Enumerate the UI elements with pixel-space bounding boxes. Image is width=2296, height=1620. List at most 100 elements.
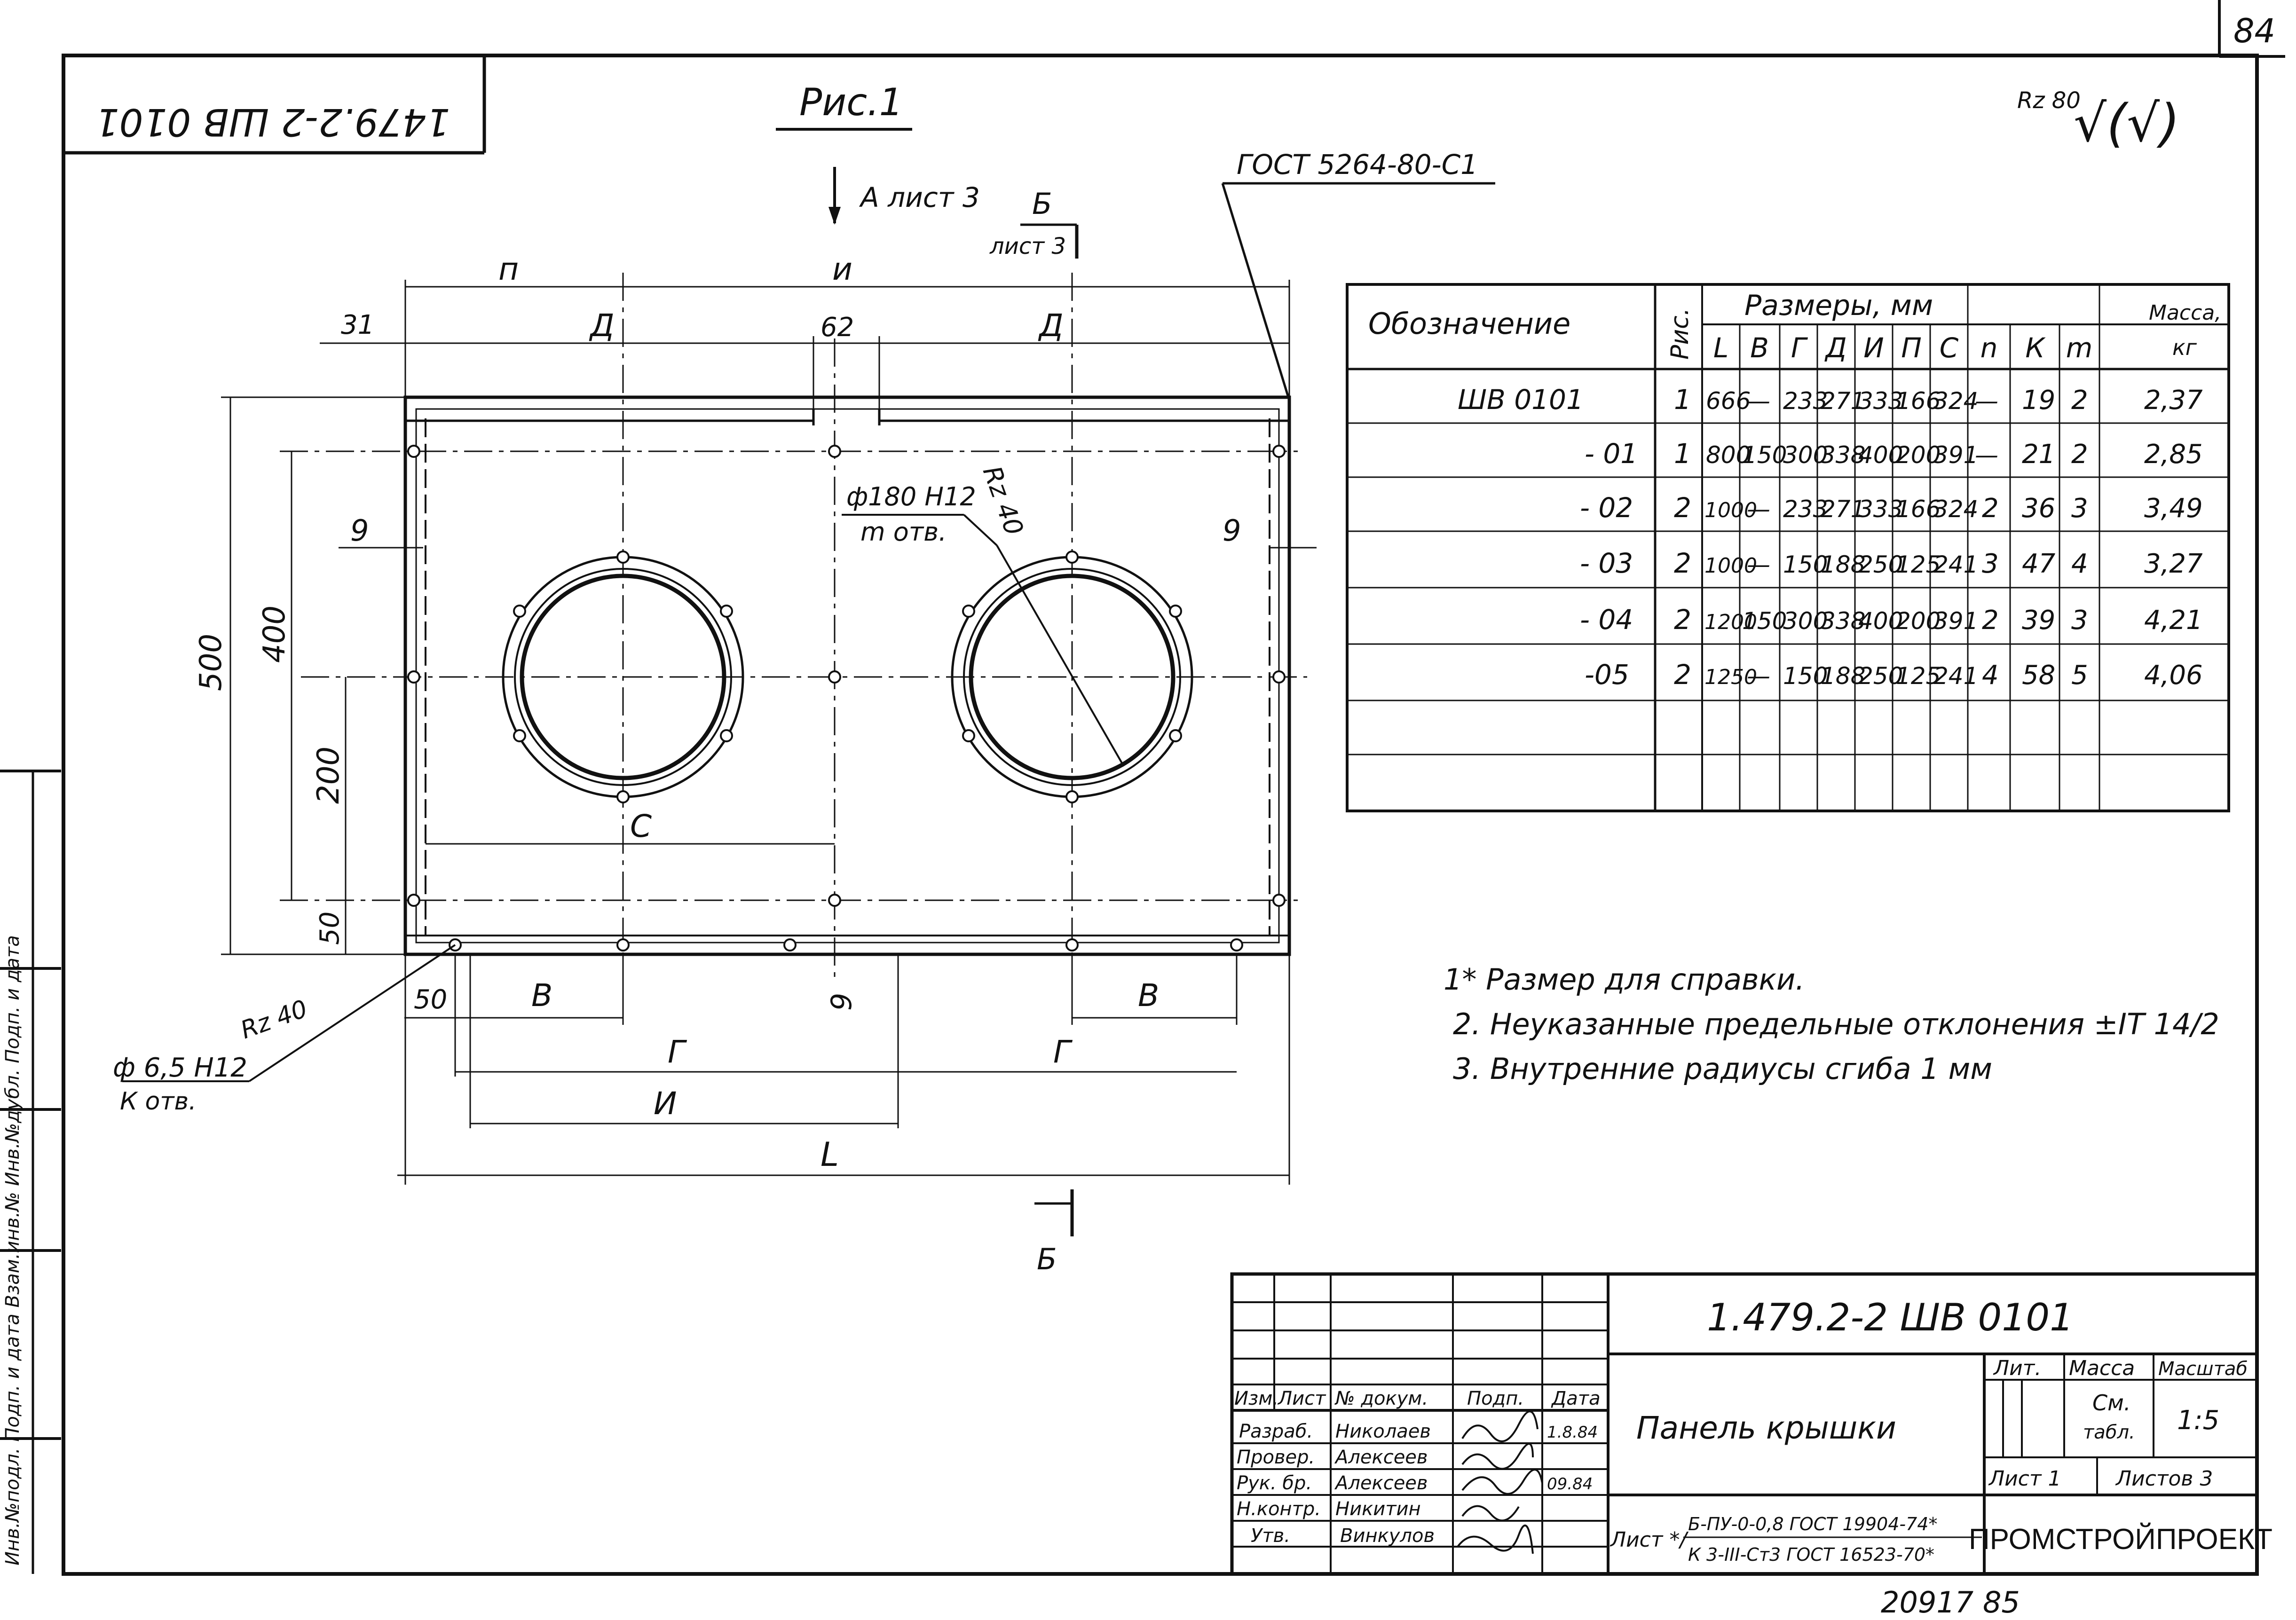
- cell: 391: [1933, 607, 1978, 635]
- th-fig: Рис.: [1666, 308, 1694, 360]
- side-strip: Инв.№подл. Подп. и дата Взам.инв.№ Инв.№…: [0, 770, 61, 1574]
- cell: 2,37: [2144, 385, 2203, 416]
- cell: 1000: [1704, 554, 1757, 578]
- view-a-label: А лист 3: [859, 181, 980, 213]
- cell: 1: [1674, 384, 1691, 416]
- section-b-bottom: Б: [1034, 1189, 1074, 1276]
- cell-designation: - 02: [1580, 492, 1633, 524]
- cell: 125: [1896, 662, 1941, 690]
- cell: —: [1747, 495, 1770, 523]
- dim-9-left: 9: [350, 513, 369, 548]
- tb-col-change: Изм.: [1234, 1388, 1278, 1409]
- cell: 2: [1674, 659, 1691, 691]
- th-G: Г: [1791, 332, 1808, 364]
- tb-role: Рук. бр.: [1237, 1472, 1312, 1494]
- th-designation: Обозначение: [1368, 307, 1570, 341]
- cell: 233: [1783, 495, 1828, 523]
- th-C: С: [1940, 332, 1959, 364]
- signatures: [1457, 1410, 1543, 1554]
- table-row: - 04 2 1200 150 300 338 400 200 391 2 39…: [1580, 604, 2203, 636]
- cell: 36: [2022, 493, 2055, 524]
- organization: ПРОМСТРОЙПРОЕКТ: [1969, 1523, 2272, 1556]
- tb-date: 1.8.84: [1547, 1423, 1598, 1442]
- cell: 3: [2071, 605, 2088, 636]
- th-I: И: [1863, 332, 1884, 364]
- cell: 271: [1821, 387, 1865, 415]
- cell: 1000: [1704, 498, 1757, 522]
- cell: 391: [1933, 441, 1978, 469]
- th-n: n: [1980, 332, 1998, 364]
- title-block: Изм. Лист № докум. Подп. Дата Разраб. Ни…: [1230, 1272, 2272, 1576]
- view-a-marker: А лист 3: [828, 167, 980, 225]
- table-row: ШВ 0101 1 666 — 233 271 333 166 324 — 19…: [1458, 384, 2203, 416]
- tb-col-sign: Подп.: [1467, 1388, 1524, 1409]
- tb-name: Алексеев: [1334, 1447, 1428, 1468]
- th-sizes: Размеры, мм: [1744, 289, 1933, 322]
- dim-200: 200: [311, 747, 346, 804]
- small-hole-callout: ф 6,5 Н12 К отв. Rz 40: [113, 944, 456, 1116]
- dim-50-bottom: 50: [414, 984, 447, 1015]
- tb-name: Алексеев: [1334, 1472, 1428, 1494]
- th-mass: Масса,: [2149, 301, 2221, 325]
- stamp-text: 1479.2-2 ШВ 0101: [95, 100, 450, 144]
- tb-col-date: Дата: [1551, 1388, 1601, 1409]
- figure-label: Рис.1: [799, 80, 903, 124]
- dim-400: 400: [257, 606, 292, 663]
- dimensions: п и 31 Д 62 Д 9 9 500 400 200 50 С 9 50: [194, 251, 1317, 1185]
- tb-sheets: Листов 3: [2115, 1467, 2213, 1491]
- cell: 324: [1933, 495, 1978, 523]
- th-m: m: [2066, 332, 2093, 364]
- cell: 150: [1742, 441, 1787, 469]
- notes: 1* Размер для справки. 2. Неуказанные пр…: [1444, 962, 2219, 1086]
- cell: —: [1747, 387, 1770, 415]
- cell: 300: [1783, 607, 1828, 635]
- cell: 2: [1674, 604, 1691, 636]
- panel-plan-view: [280, 273, 1307, 978]
- cell: 39: [2022, 605, 2055, 636]
- gost-text: ГОСТ 5264-80-С1: [1237, 149, 1478, 181]
- cell: 3: [2071, 493, 2088, 524]
- cell-designation: -05: [1585, 659, 1629, 691]
- cell: 400: [1858, 441, 1903, 469]
- cell: 250: [1858, 662, 1903, 690]
- cell: 324: [1933, 387, 1978, 415]
- tb-sheet: Лист 1: [1988, 1467, 2061, 1491]
- table-row: - 01 1 800 150 300 338 400 200 391 — 21 …: [1585, 438, 2203, 470]
- table-row: - 02 2 1000 — 233 271 333 166 324 2 36 3…: [1580, 492, 2203, 524]
- gost-weld-note: ГОСТ 5264-80-С1: [1221, 149, 1495, 398]
- cell: 200: [1896, 607, 1941, 635]
- cell: 166: [1896, 495, 1941, 523]
- dim-g-right: Г: [1053, 1034, 1073, 1070]
- rz40-small: Rz 40: [237, 995, 311, 1045]
- cell: 4,21: [2144, 605, 2203, 636]
- th-K: К: [2025, 332, 2046, 364]
- dim-9-bottom: 9: [825, 993, 858, 1011]
- cell: 188: [1821, 662, 1865, 690]
- cell: 271: [1821, 495, 1865, 523]
- roughness-label: Rz 80: [2017, 87, 2081, 114]
- hole-callout-line1: ф180 Н12: [846, 482, 976, 511]
- cell: 300: [1783, 441, 1828, 469]
- page-number: 84: [2233, 12, 2275, 50]
- cell: 21: [2022, 439, 2055, 470]
- cell: 250: [1858, 551, 1903, 578]
- tb-scale-value: 1:5: [2177, 1405, 2219, 1436]
- tb-mass-value-1: См.: [2092, 1390, 2130, 1416]
- cell: —: [1975, 441, 1998, 469]
- cell: 333: [1858, 387, 1903, 415]
- cell: 125: [1896, 551, 1941, 578]
- dim-L: L: [821, 1135, 839, 1174]
- cell: 233: [1783, 387, 1828, 415]
- cell: 3,27: [2144, 549, 2203, 579]
- dim-9-right: 9: [1223, 513, 1241, 548]
- tb-role: Утв.: [1251, 1525, 1290, 1547]
- th-V: В: [1750, 332, 1769, 364]
- tb-mass-value-2: табл.: [2083, 1422, 2135, 1443]
- tb-name: Николаев: [1335, 1421, 1431, 1442]
- cell-designation: ШВ 0101: [1458, 384, 1584, 416]
- table-row: -05 2 1250 — 150 188 250 125 241 4 58 5 …: [1585, 659, 2203, 691]
- cell-designation: - 04: [1580, 604, 1633, 636]
- cell: —: [1975, 387, 1998, 415]
- cell: 19: [2022, 385, 2055, 416]
- small-hole-line2: К отв.: [120, 1087, 197, 1116]
